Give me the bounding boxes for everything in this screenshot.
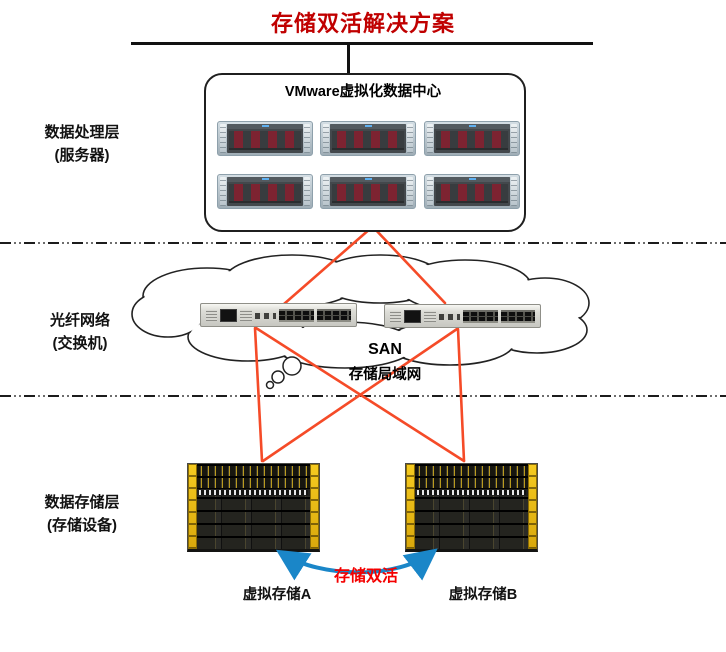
switch-fc-ports [279,308,314,322]
layer-name: 光纤网络 [49,312,110,329]
server-ear [304,124,310,153]
server-ear [220,124,226,153]
switch-fc-ports [463,309,498,323]
storage-a-label: 虚拟存储A [242,587,312,603]
rack-server-icon [217,174,313,209]
layer-sub: (服务器) [54,147,110,164]
array-yellow-rail [188,464,197,549]
layer-label-processing: 数据处理层 (服务器) [17,121,147,167]
layer-separator-line [0,395,726,397]
switch-display [220,308,238,322]
cloud-tail-bubbles [265,356,302,390]
rack-server-icon [320,121,416,156]
rack-server-icon [217,121,313,156]
storage-b-label: 虚拟存储B [448,587,518,603]
layer-label-storage: 数据存储层 (存储设备) [17,491,147,537]
san-switch-icon [200,303,357,327]
storage-array-icon-a [187,463,320,552]
server-led [227,124,303,129]
title-bracket-line [131,42,593,45]
server-fan-modules [229,131,301,150]
switch-fc-ports [500,309,535,323]
array-yellow-rail [310,464,319,549]
san-label: SAN [368,341,402,358]
vmware-datacenter-title: VMware虚拟化数据中心 [284,84,442,100]
layer-separator-line [0,242,726,244]
layer-sub: (交换机) [52,335,108,352]
array-led-row [199,490,308,495]
switch-display [404,309,422,323]
switch-mgmt-ports [254,313,277,319]
title-bracket-drop [347,44,350,74]
switch-fc-ports [316,308,351,322]
page-title: 存储双活解决方案 [270,11,455,36]
san-sublabel: 存储局域网 [348,367,422,383]
layer-name: 数据处理层 [44,124,120,141]
san-switch-icon [384,304,541,328]
array-drive-bays [197,496,310,549]
rack-server-icon [424,121,520,156]
storage-array-icon-b [405,463,538,552]
array-controller-slots [197,464,310,489]
layer-sub: (存储设备) [47,517,117,534]
layer-label-network: 光纤网络 (交换机) [15,309,145,355]
rack-server-icon [320,174,416,209]
switch-mgmt-ports [438,314,461,320]
layer-name: 数据存储层 [44,494,120,511]
rack-server-icon [424,174,520,209]
